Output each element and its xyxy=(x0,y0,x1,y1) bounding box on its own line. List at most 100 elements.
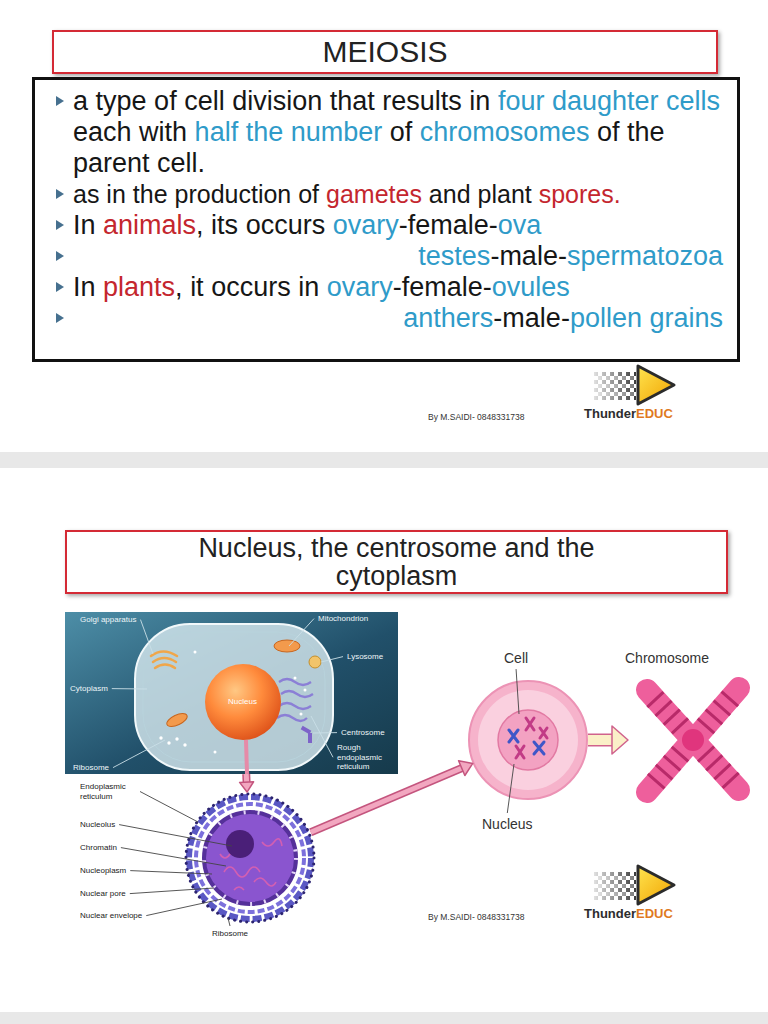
text-run xyxy=(319,272,327,302)
text-run xyxy=(132,117,140,147)
text-run: testes xyxy=(418,241,490,271)
text-run: , xyxy=(175,272,190,302)
bullet-marker xyxy=(55,219,65,231)
part-label: Lysosome xyxy=(347,652,383,661)
text-run: plants xyxy=(103,272,175,302)
part-label: Chromatin xyxy=(80,843,117,852)
part-label: Nucleus xyxy=(228,697,257,706)
text-run: cell xyxy=(184,86,225,116)
text-run: - xyxy=(399,210,408,240)
leader-line xyxy=(507,764,514,813)
title-box: MEIOSIS xyxy=(52,30,718,74)
part-label: Nucleus xyxy=(482,816,533,832)
text-run: parent xyxy=(73,148,150,178)
leader-line xyxy=(289,619,314,646)
text-run: plant xyxy=(478,180,532,208)
text-run: female xyxy=(402,272,483,302)
text-run xyxy=(238,210,246,240)
leader-line xyxy=(146,899,222,916)
arrow-head xyxy=(459,761,473,776)
text-run: Thunder xyxy=(584,906,636,921)
text-run: production xyxy=(175,180,292,208)
text-run xyxy=(375,86,383,116)
nucleus-detail: Endoplasmic reticulumNucleolusChromatinN… xyxy=(184,792,316,924)
connector-line xyxy=(588,735,613,745)
title-text: MEIOSIS xyxy=(322,34,447,70)
logo-icon xyxy=(594,366,674,404)
text-run: ova xyxy=(498,210,542,240)
part-label: Nuclear pore xyxy=(80,889,126,898)
part-label: Rough endoplasmic reticulum xyxy=(337,743,395,772)
text-run xyxy=(422,180,429,208)
bullet-text: In plants, it occurs in ovary-female-ovu… xyxy=(73,272,723,303)
title-text: Nucleus, the centrosome and the cytoplas… xyxy=(162,534,632,590)
text-run: its xyxy=(211,210,238,240)
part-label: Mitochondrion xyxy=(318,614,368,623)
text-run: division xyxy=(232,86,322,116)
text-run xyxy=(325,210,333,240)
text-run: male xyxy=(502,303,561,333)
bullet-marker xyxy=(55,188,65,200)
text-run xyxy=(642,303,650,333)
leader-line xyxy=(112,688,147,689)
bullet-text: as in the production of gametes and plan… xyxy=(73,179,723,210)
text-run: type xyxy=(96,86,147,116)
text-run xyxy=(291,272,299,302)
bullet-marker xyxy=(55,281,65,293)
bullet-marker xyxy=(55,95,65,107)
text-run xyxy=(322,86,330,116)
text-run: By M.SAIDI- 0848331738 xyxy=(428,412,524,422)
bullet-marker xyxy=(55,250,65,262)
text-run: , xyxy=(196,210,211,240)
arrow-connector xyxy=(588,726,628,754)
cell-circle: CellNucleus xyxy=(468,680,588,800)
text-run: spermatozoa xyxy=(567,241,723,271)
text-run: - xyxy=(558,241,567,271)
text-run: number xyxy=(291,117,383,147)
arrow-connector xyxy=(311,761,473,832)
slide-ground xyxy=(0,468,768,1012)
arrow-head xyxy=(240,782,254,792)
bullet-text: testes-male-spermatozoa xyxy=(73,241,723,272)
text-run: cells xyxy=(666,86,720,116)
leader-line xyxy=(119,825,232,846)
text-run xyxy=(283,117,291,147)
text-run: - xyxy=(561,303,570,333)
bullet-item: anthers-male-pollen grains xyxy=(35,303,723,334)
chromosome-art xyxy=(647,688,739,792)
text-run: EDUC xyxy=(636,906,673,921)
text-run xyxy=(225,86,233,116)
part-label: Cytoplasm xyxy=(70,684,108,693)
text-run: ovules xyxy=(492,272,570,302)
cell-illustration xyxy=(65,612,398,774)
text-run: In xyxy=(73,272,96,302)
text-run xyxy=(490,86,498,116)
author-credit: By M.SAIDI- 0848331738 xyxy=(428,912,524,922)
arrow-head xyxy=(612,726,628,754)
part-label: Golgi apparatus xyxy=(80,615,136,624)
bullet-list-box: a type of cell division that results in … xyxy=(32,77,740,362)
text-run xyxy=(462,86,470,116)
arrow-connector xyxy=(240,774,254,792)
connector-outline xyxy=(588,734,613,747)
text-run xyxy=(589,117,597,147)
text-run xyxy=(99,180,106,208)
leader-line xyxy=(311,716,333,757)
leader-line xyxy=(130,888,214,894)
connector-line xyxy=(311,768,463,832)
text-run xyxy=(177,86,185,116)
text-run: cell. xyxy=(157,148,205,178)
text-run: daughter xyxy=(552,86,659,116)
text-run: By M.SAIDI- 0848331738 xyxy=(428,912,524,922)
bullet-item: In plants, it occurs in ovary-female-ovu… xyxy=(35,272,723,303)
text-run xyxy=(96,210,104,240)
text-run xyxy=(147,86,155,116)
part-label: Centrosome xyxy=(341,728,385,737)
bullet-marker xyxy=(55,312,65,324)
text-run: animals xyxy=(103,210,196,240)
text-run: occurs xyxy=(211,272,291,302)
text-run xyxy=(471,180,478,208)
text-run: pollen xyxy=(570,303,642,333)
